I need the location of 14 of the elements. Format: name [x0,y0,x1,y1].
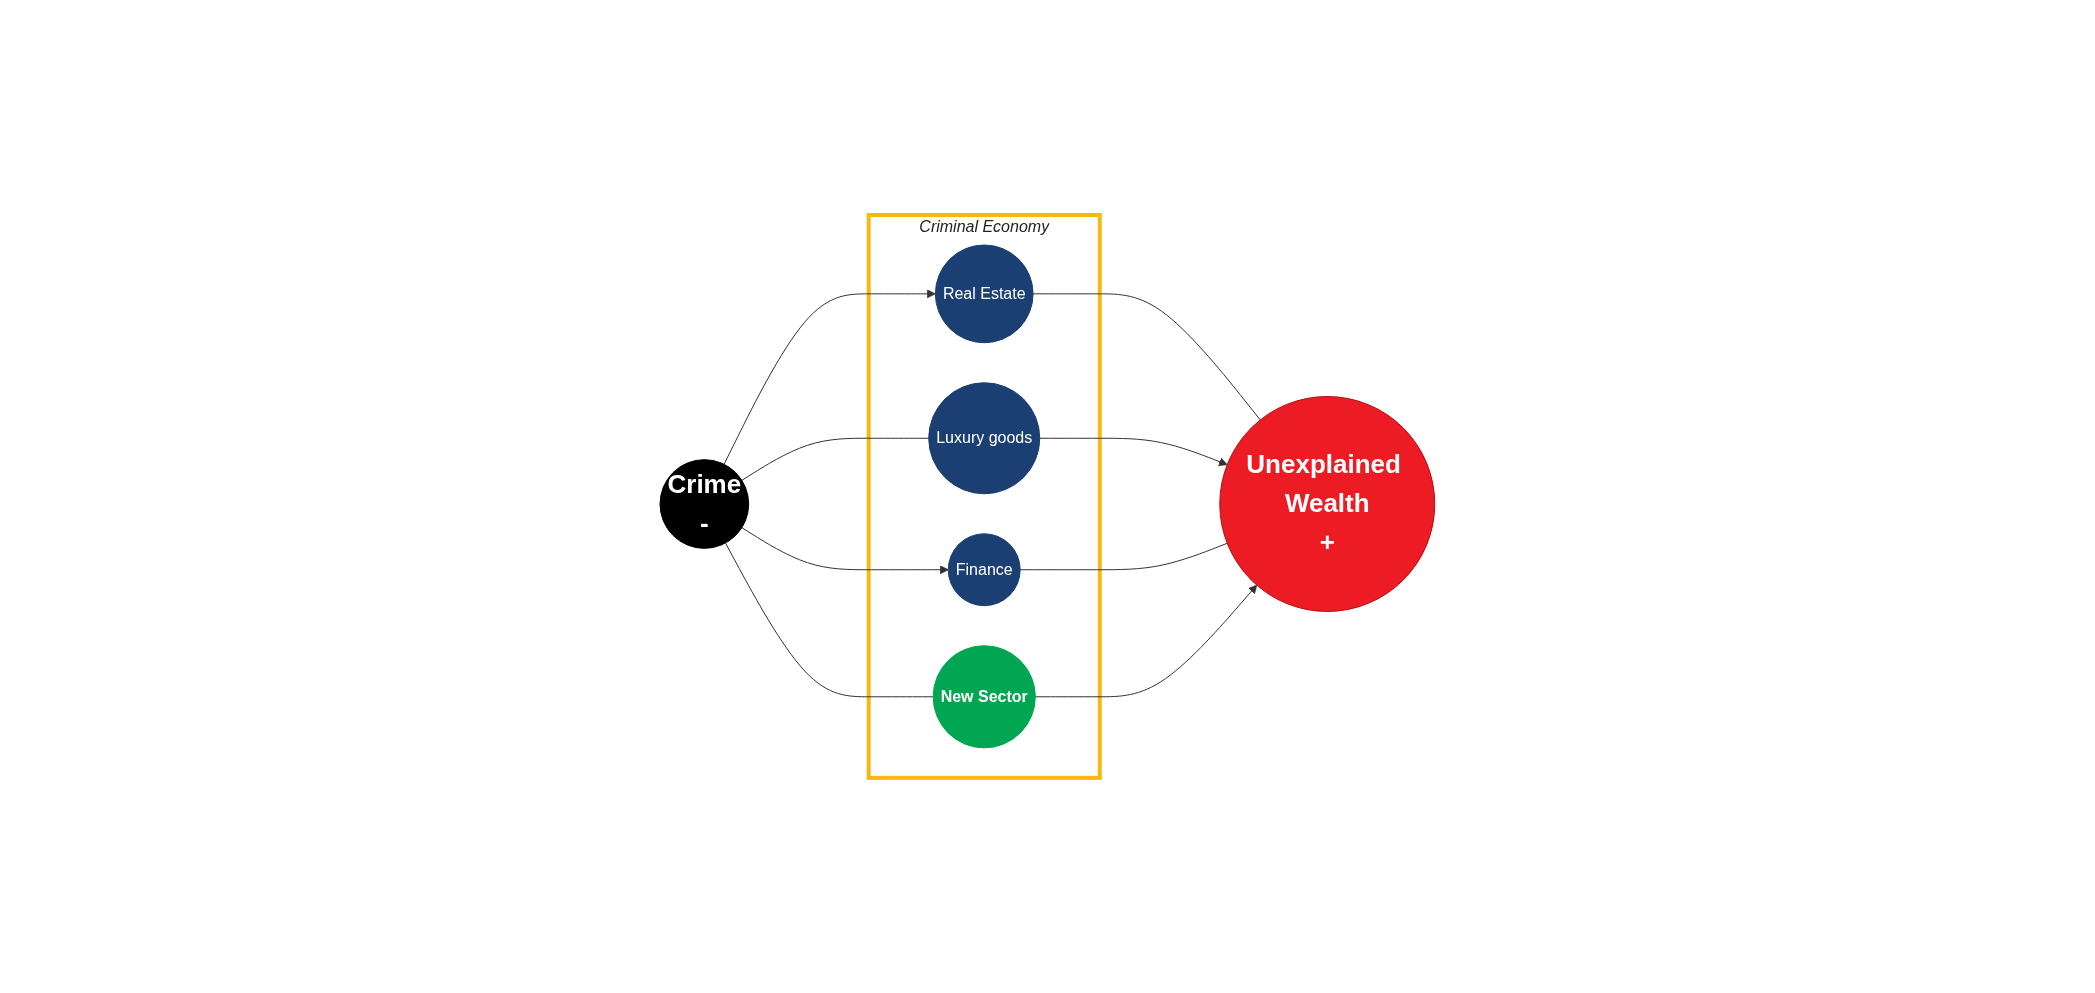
arrow [1034,584,1258,698]
connector [1019,542,1228,571]
arrow [723,289,936,465]
node-circle: Real Estate [935,244,1034,344]
arrow [741,527,949,575]
connector [1032,293,1261,421]
node-circle: Crime - [659,459,750,549]
arrow [1039,437,1228,466]
node-circle: New Sector [932,645,1036,749]
node-circle: Finance [947,533,1021,607]
connector [725,542,934,698]
node-circle: Unexplained Wealth + [1219,396,1436,613]
node-circle: Luxury goods [928,382,1041,495]
connector [741,437,930,481]
